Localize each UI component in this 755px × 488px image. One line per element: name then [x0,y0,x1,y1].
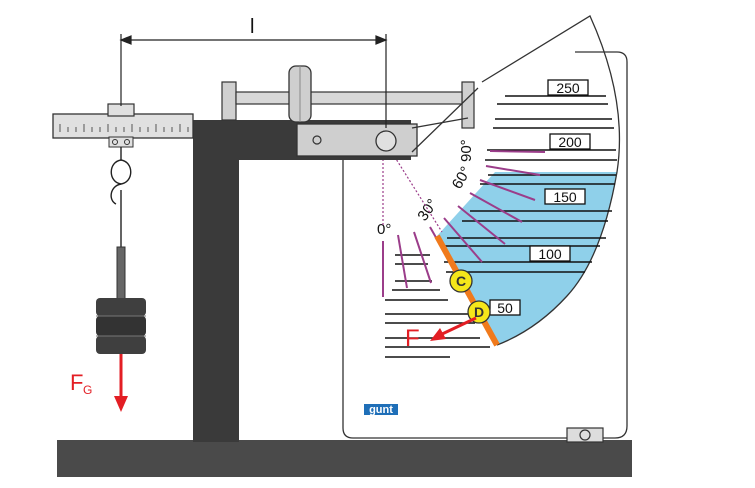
stand-column [193,120,239,442]
force-f-arrow [430,316,477,341]
point-d: D [467,300,491,324]
angle-label-90: 90° [458,139,475,162]
scale-label-250: 250 [547,79,589,96]
svg-text:50: 50 [497,300,513,316]
force-fg-label: F [70,370,83,395]
quadrant-sector [481,15,621,346]
svg-text:200: 200 [558,134,582,150]
force-f-label: F [405,325,420,352]
scale-label-50: 50 [489,299,521,316]
balance-beam [52,103,194,148]
point-c: C [449,269,473,293]
weight-hanger [110,147,132,250]
pivot-block [296,87,479,157]
vessel-mount [566,427,604,443]
svg-text:D: D [474,304,484,320]
weight-mass [96,246,146,354]
scale-label-150: 150 [544,188,586,205]
force-fg-subscript: G [83,383,92,397]
svg-text:C: C [456,273,466,289]
svg-text:100: 100 [538,246,562,262]
svg-text:250: 250 [556,80,580,96]
top-rod [221,65,475,129]
scale-label-100: 100 [529,245,571,262]
scale-label-200: 200 [549,133,591,150]
dimension-l [119,34,388,128]
level-lines [385,95,617,358]
base-plate [57,440,632,477]
svg-text:gunt: gunt [369,404,393,416]
dimension-l-label: l [250,16,254,38]
angle-label-0: 0° [377,221,391,238]
svg-text:150: 150 [553,189,577,205]
gunt-logo: gunt [364,404,398,416]
force-fg-arrow [114,354,128,412]
